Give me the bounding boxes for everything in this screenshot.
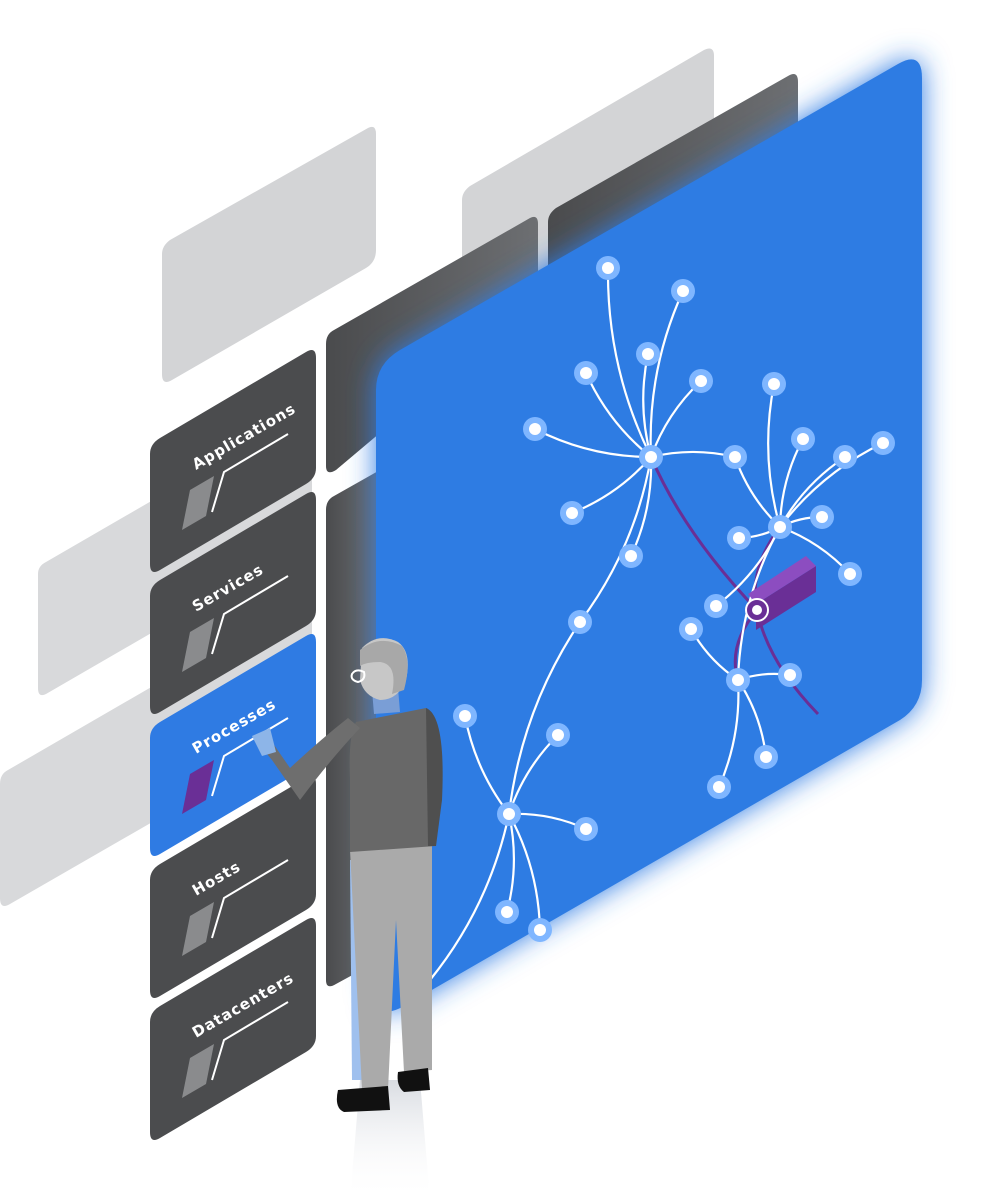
graph-node-icon[interactable] [726, 668, 750, 692]
graph-node-icon[interactable] [596, 256, 620, 280]
ghost-plane [162, 126, 376, 382]
graph-node-icon[interactable] [574, 817, 598, 841]
graph-edge [579, 456, 653, 623]
graph-node-icon[interactable] [838, 562, 862, 586]
person-shoe [336, 1086, 390, 1112]
graph-node-icon[interactable] [791, 427, 815, 451]
graph-node-icon[interactable] [639, 445, 663, 469]
graph-node-icon[interactable] [568, 610, 592, 634]
graph-node-icon[interactable] [768, 515, 792, 539]
graph-node-icon[interactable] [619, 544, 643, 568]
graph-edge [649, 290, 685, 458]
graph-node-icon[interactable] [574, 361, 598, 385]
person-pants [350, 846, 432, 1090]
graph-node-icon[interactable] [707, 775, 731, 799]
graph-node-icon[interactable] [762, 372, 786, 396]
graph-edge [508, 813, 542, 931]
topology-graph [429, 256, 895, 981]
person-glasses [350, 669, 366, 684]
graph-node-icon[interactable] [560, 501, 584, 525]
person-shirt-side [426, 708, 443, 846]
graph-node-icon[interactable] [636, 342, 660, 366]
graph-node-icon[interactable] [754, 745, 778, 769]
person-hand [252, 728, 276, 756]
stacked-parallelogram-icon [182, 1001, 289, 1098]
tier-tile-hosts[interactable]: Hosts [150, 776, 316, 998]
graph-node-icon[interactable] [810, 505, 834, 529]
process-highlight-block [745, 556, 816, 630]
graph-edge [534, 428, 652, 459]
graph-node-icon[interactable] [497, 802, 521, 826]
graph-node-icon[interactable] [679, 617, 703, 641]
graph-node-icon[interactable] [778, 663, 802, 687]
tier-tile-applications[interactable]: Applications [150, 350, 316, 572]
stacked-parallelogram-icon [182, 433, 289, 530]
graph-node-icon[interactable] [453, 704, 477, 728]
graph-node-icon[interactable] [704, 594, 728, 618]
person-shirt [349, 708, 441, 852]
highlight-edge [649, 456, 759, 612]
graph-node-icon[interactable] [723, 445, 747, 469]
graph-edge [767, 383, 782, 528]
graph-node-icon[interactable] [671, 279, 695, 303]
graph-edge [429, 813, 511, 981]
graph-node-icon[interactable] [727, 526, 751, 550]
graph-edge [507, 621, 581, 815]
person-arm [262, 718, 360, 800]
stacked-parallelogram-icon [182, 575, 289, 672]
graph-node-icon[interactable] [528, 918, 552, 942]
tier-tile-services[interactable]: Services [150, 492, 316, 714]
topology-panel [376, 59, 922, 1012]
graph-node-icon[interactable] [495, 900, 519, 924]
graph-node-icon[interactable] [689, 369, 713, 393]
stacked-parallelogram-icon [182, 859, 289, 956]
graph-edge [606, 267, 652, 458]
person-hair [360, 640, 408, 694]
graph-node-icon[interactable] [546, 723, 570, 747]
tier-tile-datacenters[interactable]: Datacenters [150, 918, 316, 1140]
person-figure [252, 638, 443, 1200]
person-shoe [397, 1068, 430, 1092]
tier-stack: ApplicationsServicesProcessesHostsDatace… [150, 350, 316, 1140]
graph-node-icon[interactable] [871, 431, 895, 455]
graph-node-icon[interactable] [833, 445, 857, 469]
graph-edge [779, 442, 884, 528]
graph-node-icon[interactable] [523, 417, 547, 441]
